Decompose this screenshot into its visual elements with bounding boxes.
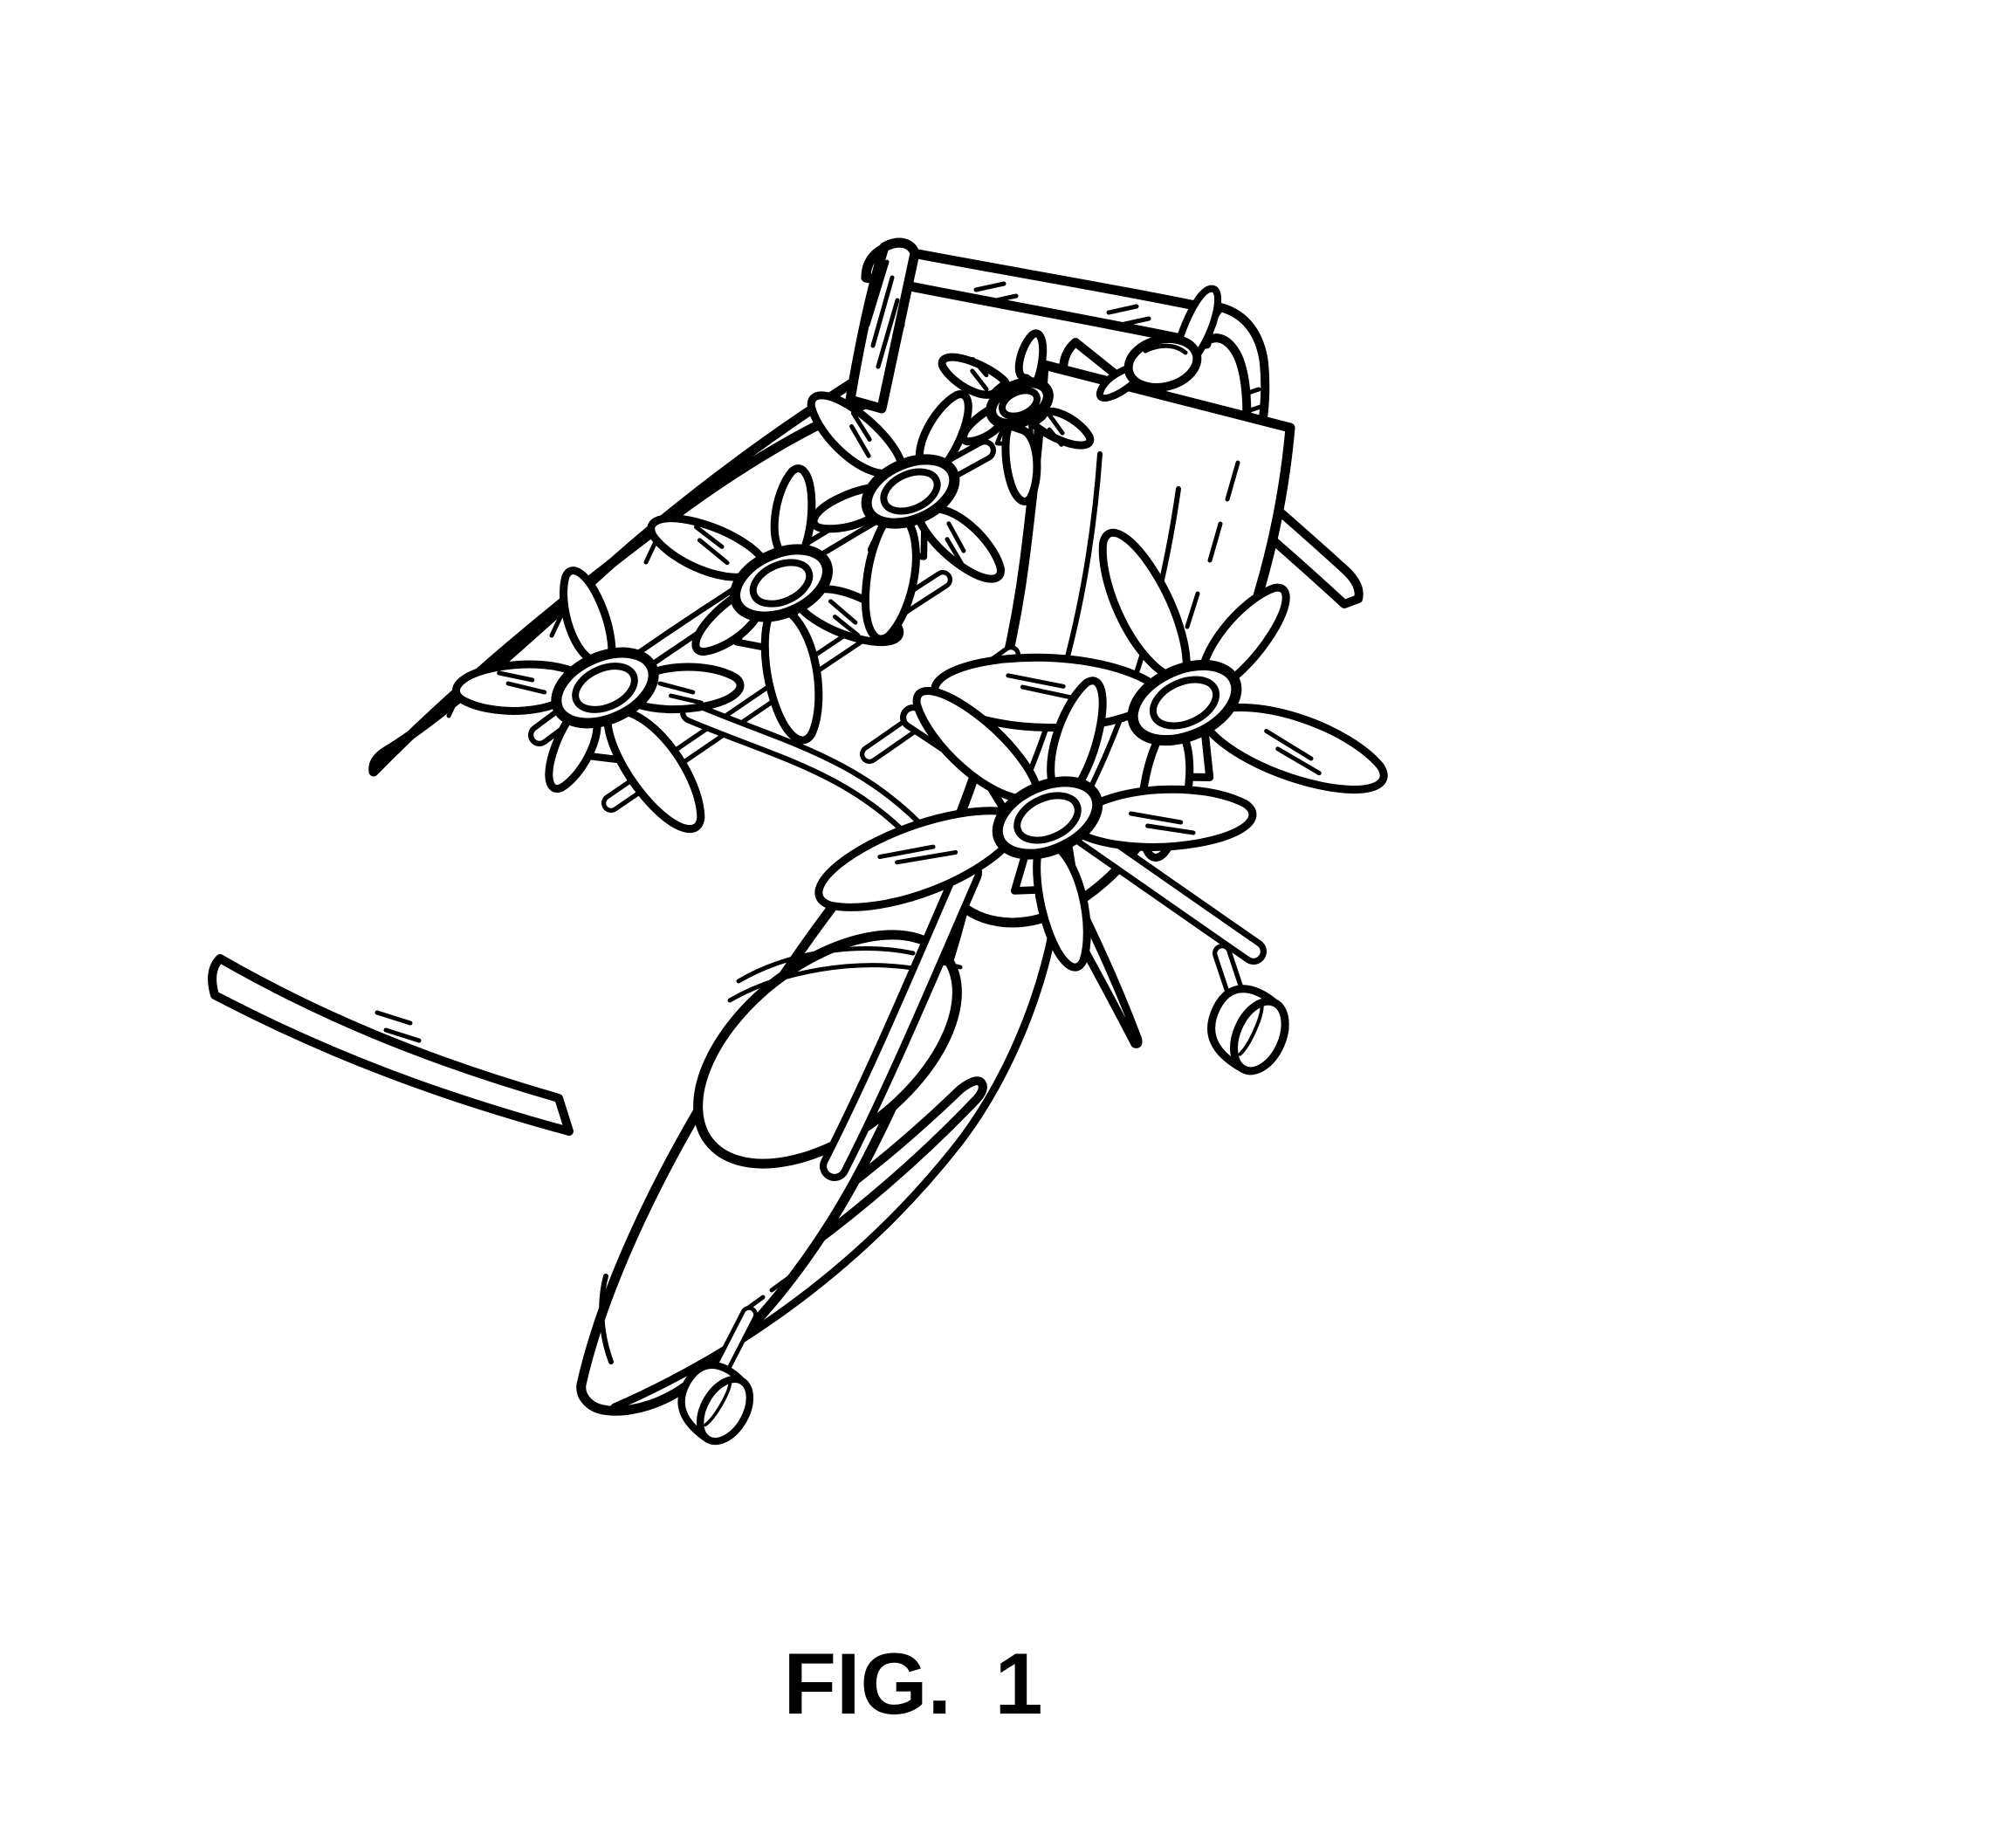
lift-rotor: [647, 464, 904, 745]
rear-wing-center-section: [861, 243, 1226, 349]
canopy-sill-line: [736, 946, 916, 984]
rotor-blade: [915, 505, 1005, 583]
left-winglet-fin: [845, 237, 920, 414]
wheels-layer: [677, 985, 1289, 1446]
rotor-blade: [647, 514, 769, 581]
figure-label: FIG. 1: [783, 1635, 1043, 1732]
nose-detail-line: [599, 1274, 614, 1364]
rotor-blade: [814, 807, 1027, 911]
lift-rotor: [452, 567, 745, 834]
lift-rotor: [814, 677, 1257, 972]
rotor-blade: [938, 353, 1010, 399]
rotor-blade: [1066, 785, 1257, 851]
lift-rotors-layer: [452, 329, 1388, 972]
lift-rotor: [938, 329, 1095, 505]
front-brace-arch: [680, 701, 935, 851]
lift-rotor: [807, 390, 1005, 643]
rotor-blade: [1028, 407, 1095, 450]
lift-rotor: [931, 528, 1388, 862]
front-wing-left: [208, 954, 574, 1136]
rotor-blade: [452, 660, 587, 715]
rotor-blade: [1198, 704, 1388, 793]
rotor-blade: [603, 705, 705, 834]
rotor-blade: [912, 687, 1042, 804]
pusher-props-layer: [1096, 285, 1221, 402]
canopy-sill-line2: [727, 963, 921, 1003]
belly-line: [610, 926, 1057, 1412]
rotor-blade: [760, 602, 823, 745]
fuselage-spine: [820, 858, 982, 1181]
tail-wheel: [1207, 985, 1289, 1075]
rotor-blade: [1033, 837, 1091, 972]
pusher-propeller: [1096, 285, 1221, 402]
rotor-blade: [1001, 422, 1041, 505]
rotor-blade: [807, 391, 906, 478]
rotor-blade: [560, 567, 616, 668]
nose-wheel: [677, 1361, 753, 1446]
fuselage: [576, 842, 1057, 1416]
rotor-blade: [1098, 528, 1191, 683]
rotor-blade: [862, 507, 920, 643]
